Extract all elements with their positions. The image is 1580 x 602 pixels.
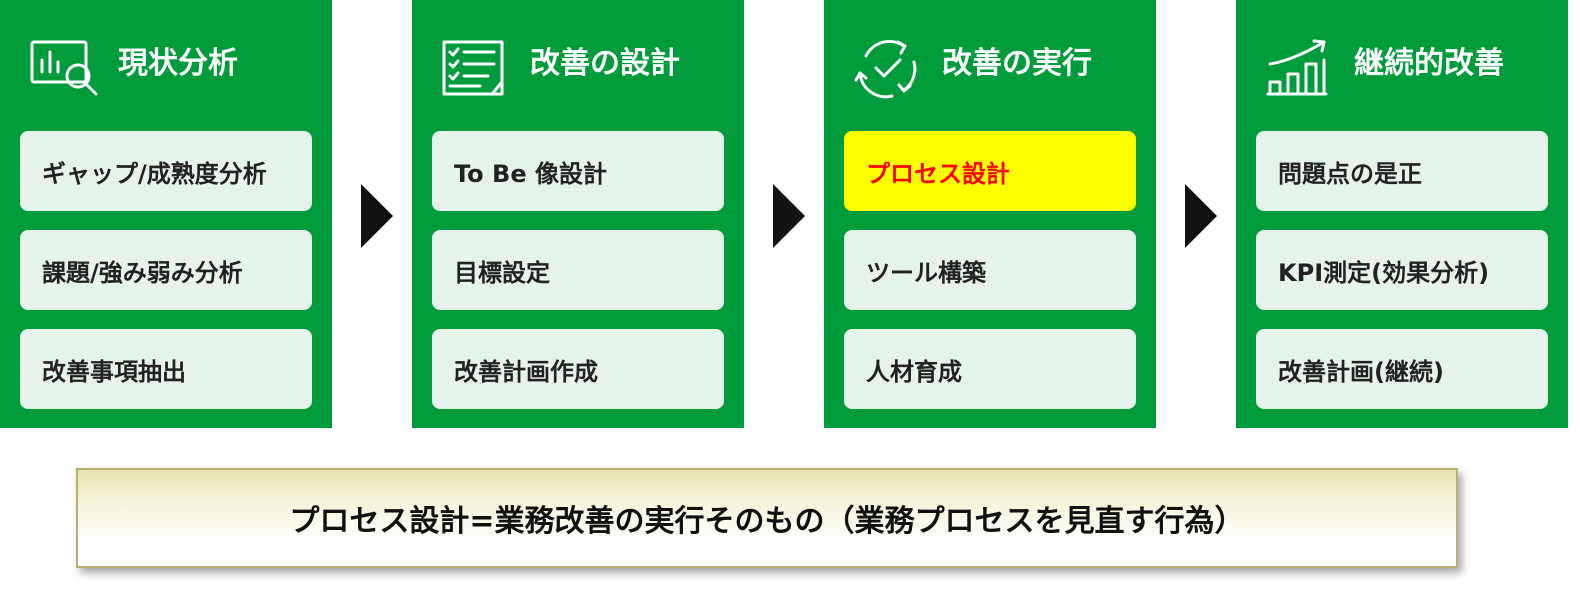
arrow-right-icon [1185, 184, 1217, 248]
stage-header: 改善の設計 [412, 22, 744, 110]
stage-title: 改善の実行 [942, 46, 1092, 81]
checklist-icon [440, 36, 512, 100]
stage-current-analysis: 現状分析 ギャップ/成熟度分析 課題/強み弱み分析 改善事項抽出 [0, 0, 332, 428]
stage-item: ギャップ/成熟度分析 [20, 131, 312, 211]
stage-item: 課題/強み弱み分析 [20, 230, 312, 310]
summary-banner: プロセス設計=業務改善の実行そのもの（業務プロセスを見直す行為） [76, 468, 1458, 568]
cycle-check-icon [852, 36, 924, 100]
stage-item: ツール構築 [844, 230, 1136, 310]
stage-title: 改善の設計 [530, 46, 680, 81]
stage-continuous-improvement: 継続的改善 問題点の是正 KPI測定(効果分析) 改善計画(継続) [1236, 0, 1568, 428]
stage-item: 改善計画(継続) [1256, 329, 1548, 409]
chart-magnifier-icon [28, 36, 100, 100]
stage-design: 改善の設計 To Be 像設計 目標設定 改善計画作成 [412, 0, 744, 428]
stage-header: 現状分析 [0, 22, 332, 110]
stage-item: To Be 像設計 [432, 131, 724, 211]
stage-item: KPI測定(効果分析) [1256, 230, 1548, 310]
stage-execution: 改善の実行 プロセス設計 ツール構築 人材育成 [824, 0, 1156, 428]
arrow-right-icon [773, 184, 805, 248]
stage-item: 改善事項抽出 [20, 329, 312, 409]
stage-item: 人材育成 [844, 329, 1136, 409]
stage-item: 目標設定 [432, 230, 724, 310]
stage-title: 現状分析 [118, 46, 238, 81]
stage-item: 問題点の是正 [1256, 131, 1548, 211]
stage-title: 継続的改善 [1354, 46, 1504, 81]
growth-chart-icon [1264, 36, 1336, 100]
stage-header: 継続的改善 [1236, 22, 1568, 110]
stage-item-highlighted: プロセス設計 [844, 131, 1136, 211]
arrow-right-icon [361, 184, 393, 248]
stage-item: 改善計画作成 [432, 329, 724, 409]
stage-header: 改善の実行 [824, 22, 1156, 110]
